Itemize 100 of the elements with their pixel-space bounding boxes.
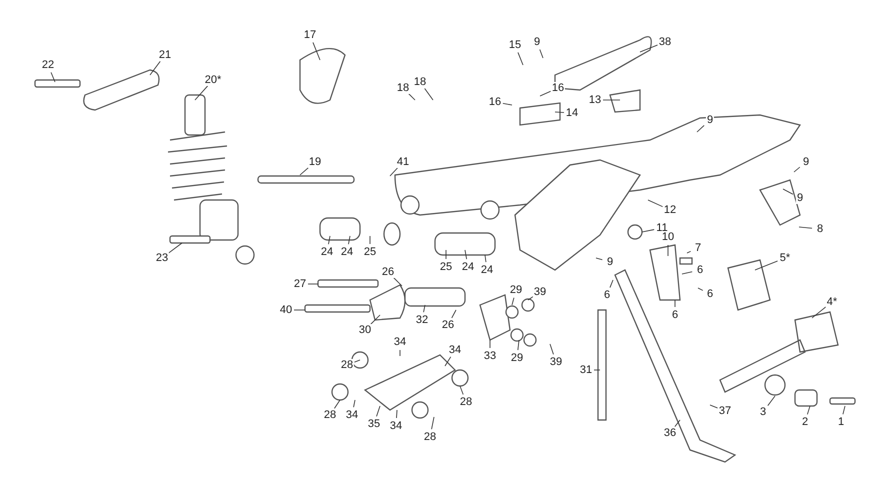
callout-number: 3	[758, 406, 768, 418]
leader-line	[596, 258, 603, 260]
leader-line	[396, 410, 398, 418]
callout-number: 28	[458, 396, 474, 408]
callout-number: 16	[550, 82, 566, 94]
callout-number: 34	[392, 336, 408, 348]
callout-number: 28	[340, 359, 354, 371]
callout-number: 36	[662, 427, 678, 439]
leader-line	[424, 88, 434, 100]
callout-number: 38	[658, 36, 672, 48]
leader-line	[334, 400, 340, 409]
callout-number: 26	[440, 319, 456, 331]
leader-line	[812, 306, 826, 318]
callout-number: 40	[278, 304, 294, 316]
callout-number: 34	[388, 420, 404, 432]
callout-number: 34	[448, 344, 462, 356]
callout-number: 2	[800, 416, 810, 428]
callout-number: 4*	[826, 296, 838, 308]
callout-number: 6	[670, 309, 680, 321]
callout-number: 28	[322, 409, 338, 421]
callout-number: 12	[662, 204, 678, 216]
leader-line	[50, 72, 56, 82]
callout-number: 27	[292, 278, 308, 290]
callout-number: 33	[482, 350, 498, 362]
callout-number: 21	[158, 49, 172, 61]
callout-number: 24	[460, 261, 476, 273]
callout-number: 41	[396, 156, 410, 168]
leader-line	[767, 396, 776, 406]
callout-number: 30	[358, 324, 372, 336]
leader-line	[554, 112, 564, 113]
callout-number: 1	[836, 416, 846, 428]
callout-number: 24	[340, 246, 354, 258]
leader-line	[502, 103, 512, 106]
leader-line	[518, 52, 524, 66]
callout-number: 7	[694, 242, 702, 254]
callout-number: 35	[366, 418, 382, 430]
callout-number: 17	[302, 29, 318, 41]
callout-number: 39	[532, 286, 548, 298]
callout-number: 19	[308, 156, 322, 168]
leader-line	[539, 49, 544, 58]
callout-number: 20*	[204, 74, 222, 86]
callout-number: 8	[816, 223, 824, 235]
leader-line	[698, 288, 704, 291]
callout-number: 15	[508, 39, 522, 51]
leader-line	[794, 166, 800, 172]
leader-line	[150, 61, 161, 76]
callout-number: 5*	[778, 252, 792, 264]
callout-number: 37	[718, 405, 732, 417]
callout-number: 31	[578, 364, 594, 376]
callout-number: 28	[422, 431, 438, 443]
leader-line	[431, 416, 434, 430]
leader-line	[370, 314, 380, 325]
leader-line	[353, 400, 356, 408]
callout-number: 9	[532, 36, 542, 48]
leader-line	[512, 297, 514, 306]
callout-number: 18	[412, 76, 428, 88]
leader-line	[376, 406, 380, 417]
leader-line	[540, 90, 552, 96]
callout-number: 24	[480, 264, 494, 276]
leader-line	[648, 200, 664, 208]
leader-line	[194, 86, 208, 100]
leader-line	[312, 42, 320, 60]
leader-line	[686, 250, 692, 254]
callout-number: 18	[396, 82, 410, 94]
leader-line	[806, 406, 810, 415]
callout-number: 9	[796, 192, 804, 204]
callout-number: 25	[362, 246, 378, 258]
callout-number: 22	[40, 59, 56, 71]
leader-line	[640, 44, 658, 52]
callout-number: 23	[154, 252, 170, 264]
leader-line	[550, 344, 554, 355]
callout-number: 29	[510, 352, 524, 364]
leader-line	[451, 310, 456, 318]
callout-number: 32	[414, 314, 430, 326]
callout-number: 26	[380, 266, 396, 278]
leader-line	[754, 260, 778, 270]
callout-number: 6	[696, 264, 704, 276]
callout-number: 24	[320, 246, 334, 258]
leader-line	[460, 386, 464, 395]
leader-line	[642, 229, 655, 232]
leader-line	[423, 304, 426, 313]
leader-line	[168, 242, 182, 254]
leader-line	[444, 356, 452, 366]
leader-line	[328, 236, 330, 245]
callout-number: 29	[508, 284, 524, 296]
leader-line	[464, 250, 467, 260]
leader-line	[782, 188, 794, 195]
callout-number: 34	[344, 409, 360, 421]
leader-line	[798, 226, 812, 229]
leader-line	[484, 254, 486, 262]
callout-number: 16	[488, 96, 502, 108]
callout-number: 39	[548, 356, 564, 368]
leader-line	[408, 93, 416, 100]
leader-line	[393, 277, 402, 286]
leader-line	[354, 360, 360, 363]
leader-line	[517, 340, 520, 350]
callout-number: 13	[588, 94, 602, 106]
callout-number: 14	[564, 107, 580, 119]
callout-number: 25	[438, 261, 454, 273]
leader-line	[842, 406, 846, 415]
